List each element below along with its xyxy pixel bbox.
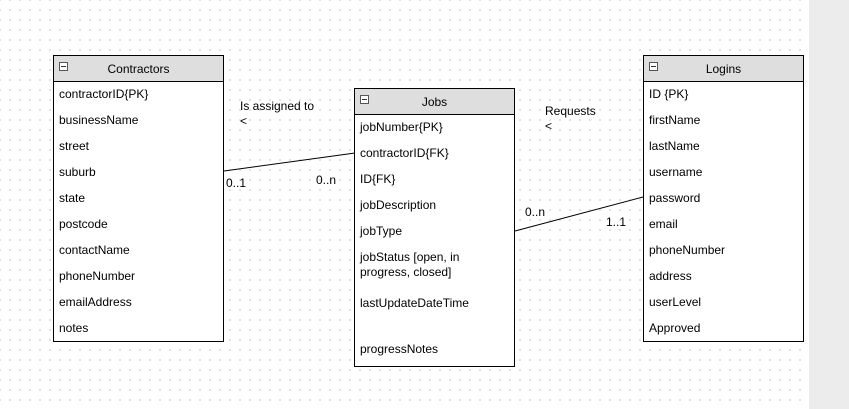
attribute: password bbox=[649, 191, 701, 205]
attribute: ID {PK} bbox=[649, 87, 689, 101]
attribute: lastUpdateDateTime bbox=[360, 296, 469, 310]
attribute: firstName bbox=[649, 113, 701, 127]
attribute: street bbox=[59, 139, 90, 153]
attribute: userLevel bbox=[649, 295, 702, 309]
multiplicity-logins: 1..1 bbox=[606, 215, 627, 229]
requests-line[interactable] bbox=[514, 196, 644, 232]
assigned-to-line[interactable] bbox=[223, 152, 356, 172]
attribute: postcode bbox=[59, 217, 108, 231]
attribute: jobType bbox=[360, 224, 403, 238]
attribute: phoneNumber bbox=[59, 269, 136, 283]
attribute: notes bbox=[59, 321, 89, 335]
entity-title: Contractors bbox=[107, 62, 170, 76]
attribute: businessName bbox=[59, 113, 139, 127]
entity-header[interactable]: Logins bbox=[644, 56, 803, 82]
collapse-icon[interactable] bbox=[360, 95, 369, 104]
multiplicity-contractors: 0..1 bbox=[226, 176, 247, 190]
relationship-direction-requests: < bbox=[545, 119, 553, 133]
attribute: email bbox=[649, 217, 678, 231]
multiplicity-jobs-assigned: 0..n bbox=[316, 173, 337, 187]
attribute: Approved bbox=[649, 321, 701, 335]
relationship-name-requests: Requests bbox=[545, 104, 596, 118]
entity-jobs[interactable]: Jobs jobNumber{PK} contractorID{FK} ID{F… bbox=[354, 88, 515, 367]
attribute: phoneNumber bbox=[649, 243, 726, 257]
attribute: suburb bbox=[59, 165, 96, 179]
entity-title: Jobs bbox=[421, 95, 448, 109]
right-panel bbox=[809, 0, 849, 409]
collapse-icon[interactable] bbox=[59, 62, 68, 71]
attribute: jobNumber{PK} bbox=[360, 120, 443, 134]
attribute: lastName bbox=[649, 139, 700, 153]
entity-logins[interactable]: Logins ID {PK} firstName lastName userna… bbox=[643, 55, 804, 342]
attribute: contractorID{PK} bbox=[59, 87, 149, 101]
entity-header[interactable]: Jobs bbox=[355, 89, 514, 115]
relationship-name-assigned: Is assigned to bbox=[240, 99, 315, 113]
attribute: progressNotes bbox=[360, 342, 439, 356]
entity-header[interactable]: Contractors bbox=[54, 56, 223, 82]
attribute: ID{FK} bbox=[360, 172, 396, 186]
attribute: username bbox=[649, 165, 703, 179]
relationship-direction-assigned: < bbox=[240, 114, 248, 128]
attribute: state bbox=[59, 191, 86, 205]
relationship-lines bbox=[223, 152, 644, 232]
attribute: emailAddress bbox=[59, 295, 132, 309]
attribute: jobStatus [open, in progress, closed] bbox=[360, 250, 460, 279]
multiplicity-jobs-requests: 0..n bbox=[525, 205, 546, 219]
attribute: address bbox=[649, 269, 692, 283]
attribute: jobDescription bbox=[360, 198, 437, 212]
entity-title: Logins bbox=[705, 62, 742, 76]
entity-contractors[interactable]: Contractors contractorID{PK} businessNam… bbox=[53, 55, 224, 342]
attribute: contractorID{FK} bbox=[360, 146, 449, 160]
attribute: contactName bbox=[59, 243, 130, 257]
collapse-icon[interactable] bbox=[649, 62, 658, 71]
